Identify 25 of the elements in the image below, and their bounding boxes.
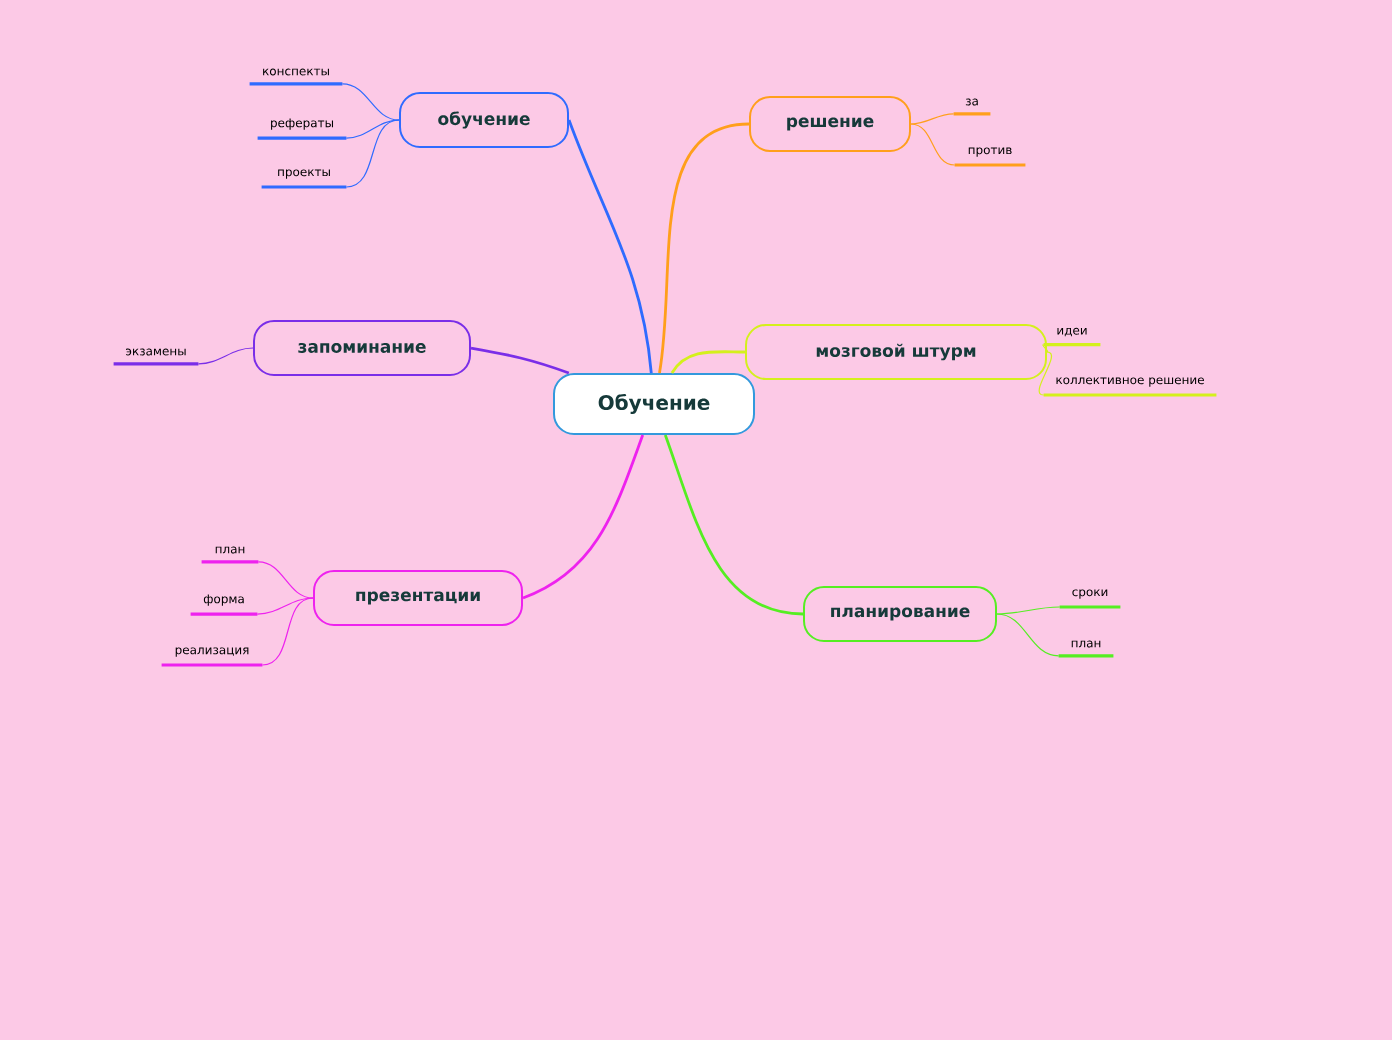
connector <box>261 597 314 666</box>
connector <box>345 119 400 188</box>
connector <box>670 350 746 374</box>
topic-box: мозговой штурм <box>745 324 1047 380</box>
connector <box>197 347 254 365</box>
connector <box>522 434 645 600</box>
topic-box: планирование <box>803 586 997 642</box>
connector <box>1042 344 1049 353</box>
connector <box>470 346 570 375</box>
connector <box>663 434 804 616</box>
topic-box: обучение <box>399 92 569 148</box>
central-topic-box: Обучение <box>553 373 755 435</box>
topic-box: презентации <box>313 570 523 626</box>
topic-box: запоминание <box>253 320 471 376</box>
connector <box>256 597 314 615</box>
connector <box>996 613 1060 657</box>
connector <box>996 606 1061 615</box>
connector <box>257 561 314 599</box>
connector <box>910 113 955 125</box>
connector <box>567 119 653 374</box>
connector <box>1038 351 1053 396</box>
connector <box>910 123 956 166</box>
topic-box: решение <box>749 96 911 152</box>
connector <box>658 122 750 374</box>
connector <box>341 83 400 121</box>
